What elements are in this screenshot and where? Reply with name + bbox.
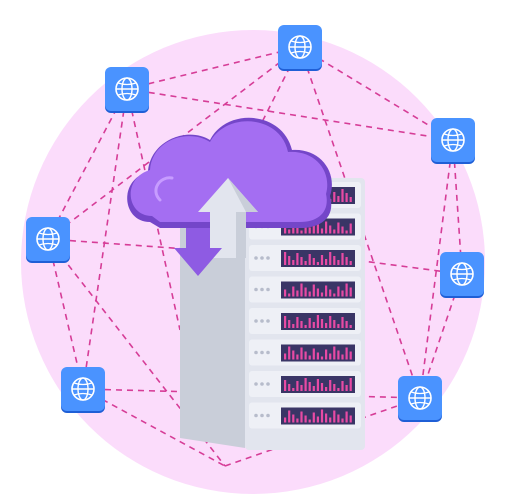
server-unit (249, 402, 361, 429)
server-unit (249, 371, 361, 397)
server-unit (249, 339, 361, 366)
globe-node-bottom-right (397, 375, 443, 423)
server-unit (249, 245, 361, 271)
globe-node-bottom-left (60, 366, 106, 414)
globe-node-top-left (104, 66, 150, 114)
globe-node-right (439, 251, 485, 299)
globe-node-top (277, 24, 323, 72)
globe-node-right-top (430, 117, 476, 165)
server-unit (249, 308, 361, 334)
cloud-icon (127, 117, 332, 228)
server-unit (249, 276, 361, 303)
globe-node-left (25, 216, 71, 264)
arrow-up-icon (198, 178, 258, 258)
arrow-down-icon (174, 228, 222, 276)
